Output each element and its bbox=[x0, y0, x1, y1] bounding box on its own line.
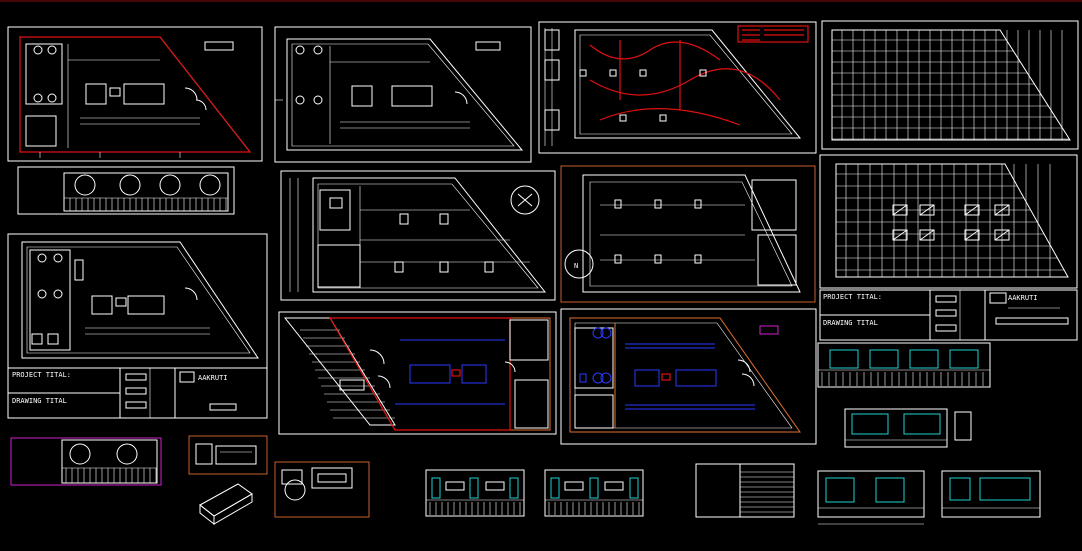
elevation-counter-b bbox=[544, 469, 644, 517]
drafting-block bbox=[892, 204, 908, 216]
drafting-block bbox=[892, 229, 908, 241]
sheet-furniture-layout-2: PROJECT TITAL: DRAWING TITAL AAKRUTI bbox=[7, 233, 268, 419]
north-mark-label: N bbox=[574, 262, 578, 270]
sheet-section-plan bbox=[280, 170, 556, 301]
detail-isometric-unit bbox=[199, 483, 253, 526]
logo-text-right: AAKRUTI bbox=[1008, 294, 1038, 302]
sheet-electrical-layout bbox=[538, 21, 817, 154]
project-title-label-right: PROJECT TITAL: bbox=[823, 293, 882, 301]
drawing-title-label-right: DRAWING TITAL bbox=[823, 319, 878, 327]
sheet-dimension-plan bbox=[274, 26, 532, 163]
sheet-framing-plan: N bbox=[560, 165, 816, 303]
sheet-ceiling-grid bbox=[821, 20, 1079, 150]
drafting-line bbox=[919, 204, 935, 216]
drafting-block bbox=[964, 204, 980, 216]
elevation-magenta-counter bbox=[10, 437, 162, 486]
drafting-line bbox=[964, 204, 980, 216]
detail-orange-box-2 bbox=[274, 461, 370, 518]
drafting-line bbox=[994, 229, 1010, 241]
project-title-label-left: PROJECT TITAL: bbox=[12, 371, 71, 379]
drafting-block bbox=[919, 229, 935, 241]
sheet-elevation-strip bbox=[17, 166, 235, 215]
elevation-shelving bbox=[695, 463, 795, 518]
drafting-line bbox=[892, 204, 908, 216]
drafting-line bbox=[919, 229, 935, 241]
drafting-block bbox=[964, 229, 980, 241]
sheet-right-floor-plan bbox=[560, 308, 817, 445]
logo-text-left: AAKRUTI bbox=[198, 374, 228, 382]
drafting-block bbox=[919, 204, 935, 216]
sheet-main-floor-plan bbox=[278, 311, 557, 435]
drawing-title-label-left: DRAWING TITAL bbox=[12, 397, 67, 405]
drafting-line bbox=[994, 204, 1010, 216]
drafting-block bbox=[994, 204, 1010, 216]
elevation-glass-counter-d bbox=[941, 470, 1041, 518]
sheet-furniture-layout-1 bbox=[7, 26, 263, 162]
elevation-display-unit bbox=[844, 408, 972, 448]
elevation-counter-a bbox=[425, 469, 525, 517]
drafting-block bbox=[994, 229, 1010, 241]
sheet-lighting-grid bbox=[819, 154, 1078, 289]
drafting-line bbox=[964, 229, 980, 241]
detail-orange-box-1 bbox=[188, 435, 268, 475]
elevation-glass-counter-c bbox=[817, 470, 925, 525]
elevation-glass-counters bbox=[817, 342, 991, 388]
title-block-right: PROJECT TITAL: DRAWING TITAL AAKRUTI bbox=[819, 289, 1078, 341]
drafting-line bbox=[892, 229, 908, 241]
